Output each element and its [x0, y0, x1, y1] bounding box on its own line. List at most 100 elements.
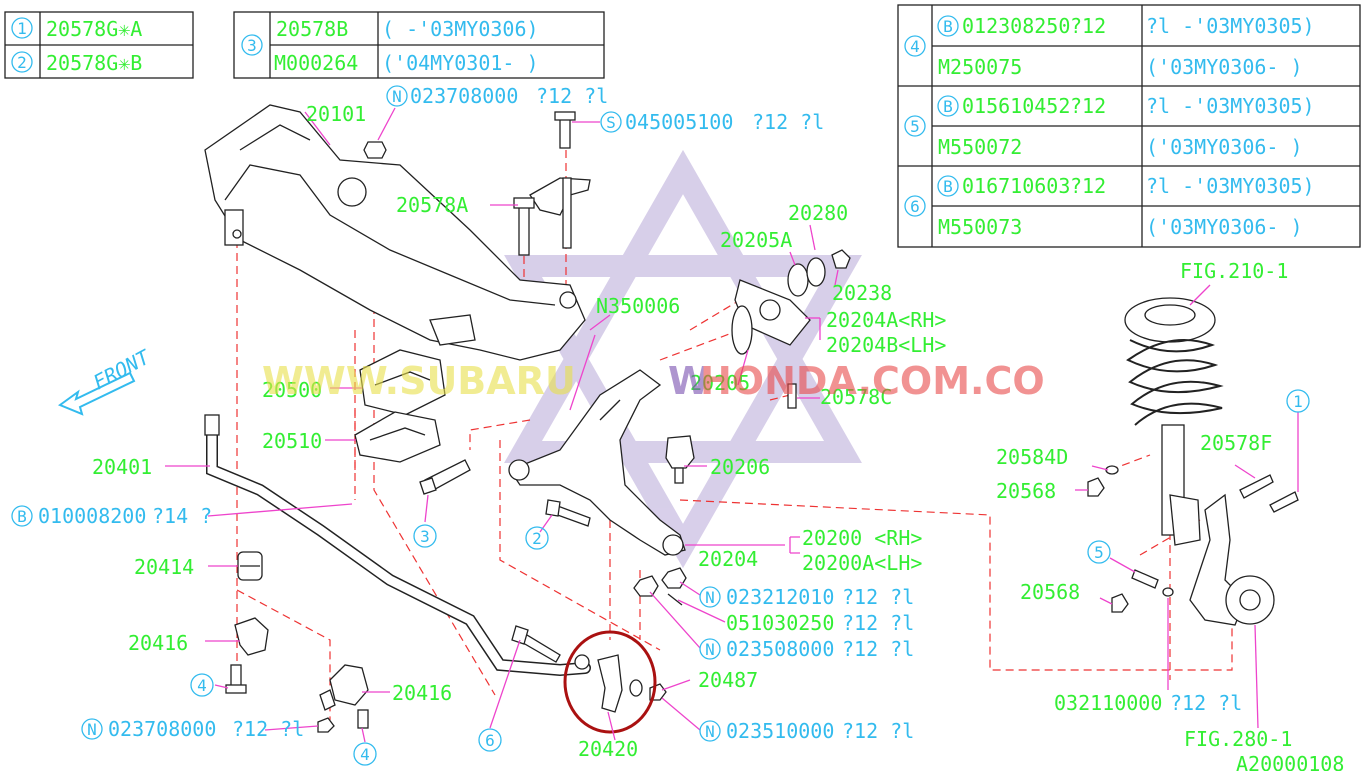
- text-label: 4: [360, 745, 370, 764]
- text-label: 023212010: [726, 585, 834, 609]
- bracket-20578A: [513, 177, 591, 256]
- text-label: 5: [1094, 543, 1104, 562]
- label-20200: 20200 <RH>: [802, 526, 922, 550]
- watermark-part2: W: [668, 359, 710, 403]
- table-3: 3 20578B ( -'03MY0306) M000264 ('04MY030…: [233, 11, 605, 79]
- label-20200A: 20200A<LH>: [802, 551, 922, 575]
- text-label: 012308250: [962, 14, 1070, 38]
- text-label: ( -'03MY0306): [382, 17, 539, 41]
- text-label: ?12: [1070, 94, 1106, 118]
- bolt-6: [511, 625, 561, 663]
- label-20578C: 20578C: [820, 385, 892, 409]
- callout-4-left: 4: [190, 673, 214, 697]
- text-label: N: [392, 87, 402, 106]
- text-label: N: [705, 722, 715, 741]
- text-label: 4: [910, 37, 920, 56]
- text-label: 6: [485, 731, 495, 750]
- label-n-top: N 023708000 ?12 ?l: [386, 84, 608, 108]
- text-label: ?12: [1070, 14, 1106, 38]
- text-label: B: [943, 97, 953, 116]
- label-20206: 20206: [710, 455, 770, 479]
- text-label: ?12 ?l: [536, 84, 608, 108]
- ball-joint-20206: [665, 435, 695, 484]
- text-label: 023510000: [726, 719, 834, 743]
- text-label: S: [606, 113, 616, 132]
- bushing-20204: [731, 249, 851, 355]
- text-label: 010008200: [38, 504, 146, 528]
- text-label: 4: [197, 676, 207, 695]
- clamp-20416-right: [319, 664, 369, 711]
- text-label: ?12 ?l: [1170, 691, 1242, 715]
- label-20204A: 20204A<RH>: [826, 308, 946, 332]
- label-n-023510000: N 023510000 ?12 ?l: [699, 719, 914, 743]
- text-label: ?12 ?l: [842, 611, 914, 635]
- diagram-id: A20000108: [1236, 752, 1344, 771]
- table-1-part: 20578G✳A: [46, 17, 142, 41]
- bolt-4-left: [225, 664, 247, 694]
- callout-4-right: 4: [353, 742, 377, 766]
- text-label: 1: [17, 19, 27, 38]
- label-20487: 20487: [698, 668, 758, 692]
- table-4-5-6: 4 B 012308250 ?12 ?l -'03MY0305) M250075…: [897, 4, 1361, 248]
- stabilizer-bar-20401: [204, 414, 591, 677]
- label-N350006: N350006: [596, 294, 680, 318]
- text-label: ?14 ?: [152, 504, 212, 528]
- label-20584D: 20584D: [996, 445, 1068, 469]
- label-20204: 20204: [698, 547, 758, 571]
- label-n-023212010: N 023212010 ?12 ?l: [699, 585, 914, 609]
- label-20578A: 20578A: [396, 193, 468, 217]
- label-n-023508000: N 023508000 ?12 ?l: [699, 637, 914, 661]
- label-20204B: 20204B<LH>: [826, 333, 946, 357]
- text-label: ?12 ?l: [842, 585, 914, 609]
- callout-1: 1: [1286, 389, 1310, 413]
- highlight-circle: [563, 630, 657, 734]
- bolt-20578F: [1239, 474, 1274, 499]
- text-label: ('03MY0306- ): [1146, 215, 1303, 239]
- label-fig-280: FIG.280-1: [1184, 727, 1292, 751]
- strut-assembly: [1124, 297, 1224, 546]
- text-label: ('04MY0301- ): [382, 51, 539, 75]
- crossmember-20101: [204, 104, 586, 361]
- watermark-part1: WWW.SUBARU: [262, 359, 576, 403]
- text-label: ?l -'03MY0305): [1146, 14, 1315, 38]
- text-label: 5: [910, 117, 920, 136]
- clamp-20416-left: [234, 617, 269, 656]
- text-label: ?12 ?l: [752, 110, 824, 134]
- text-label: ?12 ?l: [842, 637, 914, 661]
- table-2-part: 20578G✳B: [46, 51, 142, 75]
- label-20205: 20205: [690, 371, 750, 395]
- label-20568-upper: 20568: [996, 479, 1056, 503]
- label-20510: 20510: [262, 429, 322, 453]
- label-20568-lower: 20568: [1020, 580, 1080, 604]
- text-label: ?l -'03MY0305): [1146, 174, 1315, 198]
- label-b-stab: B 010008200 ?14 ?: [11, 504, 212, 528]
- text-label: 2: [532, 529, 542, 548]
- nut-20568-lower: [1111, 593, 1129, 613]
- label-20414: 20414: [134, 555, 194, 579]
- watermark-part3: HONDA.COM.CO: [700, 359, 1045, 403]
- bushing-20414: [237, 551, 263, 581]
- label-20101: 20101: [306, 102, 366, 126]
- table-1-2: 1 20578G✳A 2 20578G✳B: [4, 11, 194, 79]
- callout-2: 2: [525, 526, 549, 550]
- label-20280: 20280: [788, 201, 848, 225]
- label-032110000: 032110000 ?12 ?l: [1054, 691, 1242, 715]
- text-label: 3: [247, 36, 257, 55]
- text-label: M550072: [938, 135, 1022, 159]
- label-20205A: 20205A: [720, 228, 792, 252]
- text-label: 023708000: [410, 84, 518, 108]
- text-label: N: [705, 588, 715, 607]
- label-s-top: S 045005100 ?12 ?l: [600, 110, 824, 134]
- label-fig-210: FIG.210-1: [1180, 259, 1288, 283]
- callout-3: 3: [413, 524, 437, 548]
- text-label: ?12: [1070, 174, 1106, 198]
- text-label: 3: [420, 527, 430, 546]
- text-label: B: [943, 17, 953, 36]
- plate-20510: [354, 411, 441, 463]
- text-label: B: [943, 177, 953, 196]
- bolt-1: [1269, 491, 1299, 513]
- text-label: 015610452: [962, 94, 1070, 118]
- label-20238: 20238: [832, 281, 892, 305]
- text-label: 032110000: [1054, 691, 1162, 715]
